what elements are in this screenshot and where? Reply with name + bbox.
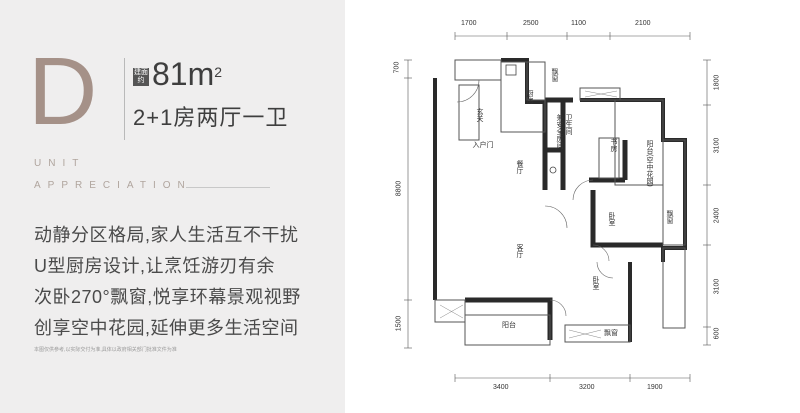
feature-list: 动静分区格局,家人生活互不干扰 U型厨房设计,让烹饪游刃有余 次卧270°飘窗,… [34,220,301,344]
room-bath-label: 卫生间 [565,114,572,135]
room-bay-window-3-label: 飘窗 [604,330,618,337]
dim-right-3: 2400 [713,207,721,224]
room-main-bedroom-label: 卧室 [592,276,599,290]
english-title-line2: APPRECIATION [34,180,192,191]
room-bay-window-2-label: 飘窗 [666,210,673,224]
room-living-label: 客厅 [516,244,523,258]
room-bay-window-label: 飘窗 [551,68,558,82]
inner-walls [465,97,663,340]
floor-plan-drawing [404,32,711,382]
dim-bottom-2: 3200 [579,384,595,391]
dim-left-2: 8800 [395,180,403,197]
dim-bottom-1: 3400 [493,384,509,391]
info-panel: D 建面约 81m2 2+1房两厅一卫 UNIT APPRECIATION 动静… [0,0,345,413]
divider [124,58,125,140]
layout-type: 2+1房两厅一卫 [133,105,289,130]
bath-fixture [549,166,557,174]
area-unit-sup: 2 [214,64,223,80]
window-hatches [439,90,618,339]
dim-bottom-3: 1900 [647,384,663,391]
dim-top-2: 2500 [523,20,539,27]
dim-top-1: 1700 [461,20,477,27]
room-safe-label: 兼安全房间 [556,114,563,149]
dim-right-4: 3100 [713,278,721,295]
room-balcony-label: 阳台 [502,322,516,329]
top-dimension-line [454,32,691,40]
right-dimension-line [703,59,711,346]
room-garden-balcony-label: 阳台(空中花园) [646,140,653,187]
area-number: 81m [152,56,215,92]
room-entry-closet-label: 玄关 [476,108,483,122]
dim-right-1: 1800 [713,74,721,91]
room-dining-label: 餐厅 [516,160,523,174]
feature-item: 次卧270°飘窗,悦享环幕景观视野 [34,287,301,307]
dim-left-3: 1500 [395,315,403,332]
dim-right-2: 3100 [713,137,721,154]
decorative-line [186,187,270,188]
door-arcs [456,79,614,317]
dim-top-3: 1100 [571,20,587,27]
floor-plan: 1700 2500 1100 2100 3400 3200 1900 700 8… [345,0,800,413]
room-small-bedroom-label: 卧室 [608,212,615,226]
dim-left-1: 700 [393,61,401,74]
area-label: 建面约 [133,68,149,86]
feature-item: 创享空中花园,延伸更多生活空间 [34,318,299,338]
unit-letter: D [28,38,98,145]
kitchen-sink [505,64,517,76]
area-value: 81m2 [152,56,222,92]
disclaimer: 本图仅供参考,以实际交付为准,具体以政府相关部门批准文件为准 [34,347,177,353]
room-kitchen-label: 厨房 [526,90,533,104]
feature-item: U型厨房设计,让烹饪游刃有余 [34,256,275,276]
thin-walls [434,59,686,346]
english-title-line1: UNIT [34,158,86,169]
left-dimension-line [404,59,412,349]
dim-top-4: 2100 [635,20,651,27]
entry-door-label: 入户门 [472,142,494,149]
dim-right-5: 600 [713,327,721,340]
bottom-dimension-line [454,374,691,382]
room-study-label: 书房 [610,138,617,152]
feature-item: 动静分区格局,家人生活互不干扰 [34,225,299,245]
